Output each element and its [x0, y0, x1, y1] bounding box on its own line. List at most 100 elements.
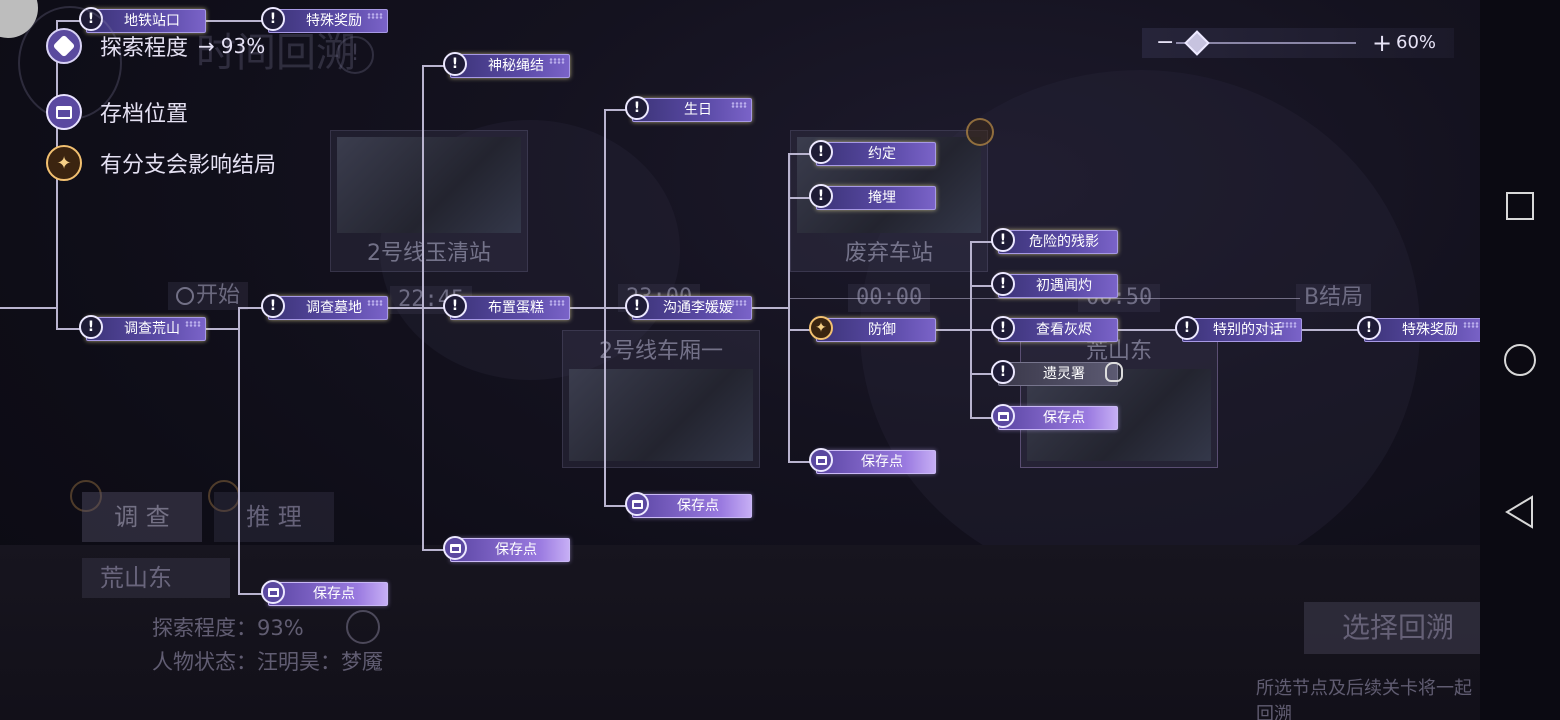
- zoom-out-button[interactable]: −: [1156, 30, 1175, 55]
- connector-line: [422, 65, 424, 551]
- alert-icon: !: [809, 184, 833, 208]
- story-node-spirit[interactable]: !遗灵署: [991, 360, 1123, 386]
- system-nav-bar: [1480, 0, 1560, 720]
- zoom-control: − + 60%: [1142, 28, 1454, 58]
- alert-icon: !: [991, 316, 1015, 340]
- alert-icon: !: [809, 140, 833, 164]
- connector-line: [788, 153, 790, 463]
- connector-line: [238, 307, 264, 309]
- back-button[interactable]: [1502, 494, 1538, 530]
- bg-select-button: 选择回溯: [1304, 602, 1480, 654]
- connector-line: [568, 307, 628, 309]
- dots-decor: [549, 58, 565, 64]
- connector-line: [204, 20, 264, 22]
- branch-icon: ✦: [46, 145, 82, 181]
- alert-icon: !: [443, 52, 467, 76]
- story-node-light[interactable]: !初遇闻灼: [991, 272, 1118, 298]
- dots-decor: [1281, 322, 1297, 328]
- bg-alert-ghost: !: [336, 36, 374, 74]
- story-node-ash[interactable]: !查看灰烬: [991, 316, 1118, 342]
- bg-hint: 所选节点及后续关卡将一起回溯: [1256, 678, 1472, 720]
- connector-line: [0, 307, 58, 309]
- legend-save: 存档位置: [46, 94, 188, 130]
- play-icon: [176, 287, 194, 305]
- home-button[interactable]: [1502, 342, 1538, 378]
- dots-decor: [731, 300, 747, 306]
- bg-ending-label: B结局: [1296, 284, 1372, 312]
- story-node-shadow[interactable]: !危险的残影: [991, 228, 1118, 254]
- zoom-slider-handle[interactable]: [1184, 30, 1210, 56]
- folder-icon: [991, 404, 1015, 428]
- story-node-knot[interactable]: !神秘绳结: [443, 52, 570, 78]
- square-icon: [1506, 192, 1534, 220]
- connector-line: [604, 505, 628, 507]
- connector-line: [386, 307, 446, 309]
- alert-icon: !: [79, 315, 103, 339]
- recent-apps-button[interactable]: [1502, 188, 1538, 224]
- save-node[interactable]: 保存点: [991, 404, 1118, 430]
- bg-station-card: 2号线玉清站: [330, 130, 528, 272]
- bg-station-image: [569, 369, 753, 461]
- alert-icon: !: [1357, 316, 1381, 340]
- folder-icon: [809, 448, 833, 472]
- connector-line: [970, 373, 994, 375]
- story-node-cake[interactable]: !布置蛋糕: [443, 294, 570, 320]
- connector-line: [970, 241, 994, 243]
- bg-location: 荒山东: [82, 558, 230, 598]
- connector-line: [56, 328, 82, 330]
- bottom-band: [0, 545, 1480, 720]
- zoom-in-button[interactable]: +: [1372, 29, 1393, 57]
- alert-icon: !: [991, 360, 1015, 384]
- alert-icon: !: [261, 7, 285, 31]
- connector-line: [788, 197, 812, 199]
- story-node-bury[interactable]: !掩埋: [809, 184, 936, 210]
- dots-decor: [549, 300, 565, 306]
- connector-line: [750, 307, 790, 309]
- bg-tab-investigate: 调 查: [82, 492, 202, 542]
- bg-station-name: 2号线玉清站: [367, 241, 491, 266]
- story-node-dialog[interactable]: !特别的对话: [1175, 316, 1302, 342]
- legend-exploration: 探索程度 → 93%: [46, 28, 265, 64]
- folder-icon: [625, 492, 649, 516]
- connector-line: [238, 593, 264, 595]
- connector-line: [788, 153, 812, 155]
- timeline-scene[interactable]: 2号线玉清站 废弃车站 2号线车厢一 荒山东 开始 22:45 23:00 00…: [0, 0, 1480, 720]
- connector-line: [1118, 329, 1178, 331]
- story-node-reward[interactable]: !特殊奖励: [1357, 316, 1480, 342]
- story-node-survey-mountain[interactable]: !调查荒山: [79, 315, 206, 341]
- story-node-promise[interactable]: !约定: [809, 140, 936, 166]
- alert-icon: !: [991, 228, 1015, 252]
- story-node-survey-tomb[interactable]: !调查墓地: [261, 294, 388, 320]
- bg-status: 人物状态：汪明昊：梦魇: [152, 650, 383, 674]
- dots-decor: [185, 321, 201, 327]
- connector-line: [1300, 329, 1360, 331]
- save-node[interactable]: 保存点: [261, 580, 388, 606]
- legend-branch: ✦ 有分支会影响结局: [46, 145, 276, 181]
- bg-title-ghost: 时间回溯: [196, 30, 356, 76]
- branch-marker-icon: [966, 118, 994, 146]
- bg-station-card: 2号线车厢一: [562, 330, 760, 468]
- save-node[interactable]: 保存点: [809, 448, 936, 474]
- folder-icon: [261, 580, 285, 604]
- bg-station-name: 2号线车厢一: [599, 339, 723, 364]
- connector-line: [238, 307, 240, 595]
- hand-pointer-icon: [1105, 362, 1123, 382]
- story-node-birthday[interactable]: !生日: [625, 96, 752, 122]
- connector-line: [970, 285, 994, 287]
- connector-line: [604, 109, 628, 111]
- story-node-defense[interactable]: ✦防御: [809, 316, 936, 342]
- story-node-reward[interactable]: !特殊奖励: [261, 7, 388, 33]
- save-node[interactable]: 保存点: [625, 492, 752, 518]
- connector-line: [790, 298, 1300, 299]
- connector-line: [788, 461, 812, 463]
- puzzle-icon: [46, 28, 82, 64]
- bg-branch-icon: [70, 480, 102, 512]
- branch-icon: ✦: [809, 316, 833, 340]
- save-node[interactable]: 保存点: [443, 536, 570, 562]
- connector-line: [970, 417, 994, 419]
- zoom-slider-track[interactable]: [1176, 30, 1356, 56]
- story-node-talk[interactable]: !沟通李媛媛: [625, 294, 752, 320]
- dots-decor: [367, 300, 383, 306]
- connector-line: [788, 329, 812, 331]
- connector-line: [604, 109, 606, 507]
